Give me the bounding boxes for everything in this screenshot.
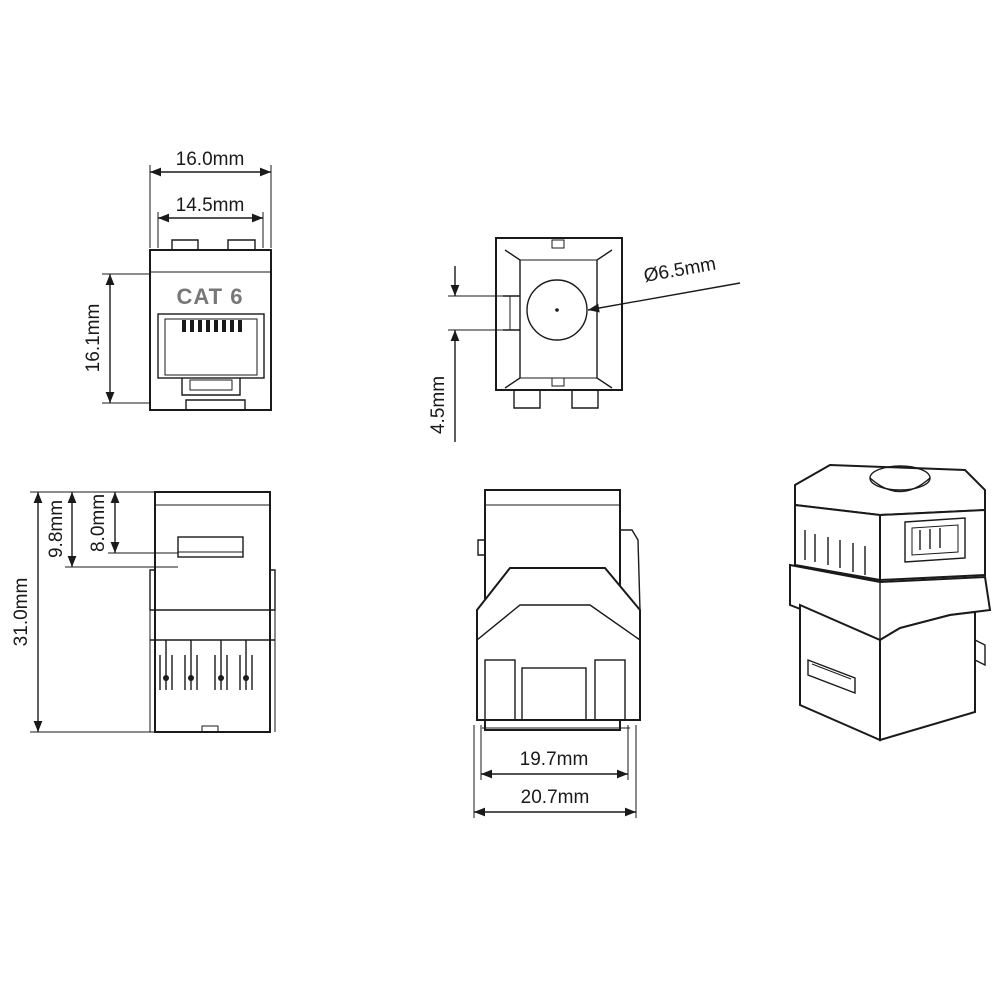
bottom-outer-width: 20.7mm bbox=[521, 787, 590, 808]
idc-pins bbox=[159, 640, 253, 690]
rear-view: Ø6.5mm 4.5mm bbox=[428, 237, 741, 442]
front-view: CAT 6 16.0mm 14.5mm 16 bbox=[83, 149, 272, 411]
side-window-height: 8.0mm bbox=[88, 494, 109, 552]
bottom-view: 19.7mm 20.7mm bbox=[473, 489, 641, 818]
rear-offset: 4.5mm bbox=[428, 376, 449, 434]
side-total-length: 31.0mm bbox=[11, 578, 32, 647]
bottom-inner-width: 19.7mm bbox=[520, 749, 589, 770]
side-window-top: 9.8mm bbox=[46, 500, 67, 558]
front-inner-width: 14.5mm bbox=[176, 195, 245, 216]
front-outer-width: 16.0mm bbox=[176, 149, 245, 170]
jack-contacts bbox=[182, 320, 242, 332]
rear-hole-diameter: Ø6.5mm bbox=[642, 254, 717, 287]
side-view: 31.0mm 9.8mm 8.0mm bbox=[11, 491, 276, 733]
cat-label: CAT 6 bbox=[177, 284, 244, 309]
isometric-view bbox=[789, 463, 992, 742]
front-height: 16.1mm bbox=[83, 304, 104, 373]
